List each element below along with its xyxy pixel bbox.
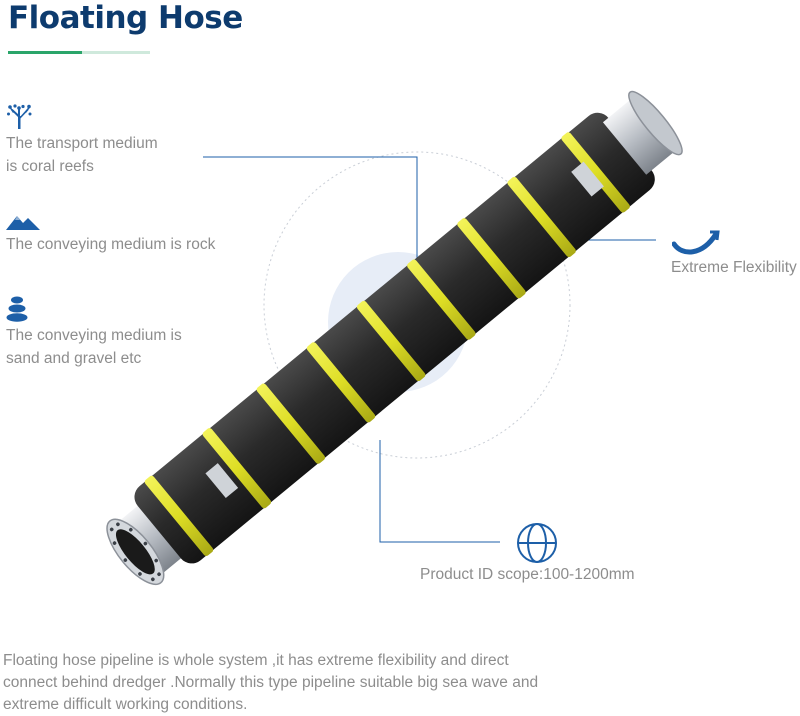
underline-tail [82, 51, 150, 54]
flange-bolts [109, 522, 161, 582]
flange-right [628, 90, 683, 156]
feature-gravel-line-1: The conveying medium is [6, 327, 182, 344]
feature-coral-line-2: is coral reefs [6, 158, 94, 175]
hose-band [306, 342, 376, 423]
flange-bolt [116, 522, 120, 527]
hose [106, 90, 683, 586]
flange-bolt [154, 558, 158, 563]
product-description: Floating hose pipeline is whole system ,… [3, 650, 603, 716]
flange-bolt [128, 527, 133, 532]
feature-gravel: The conveying medium is sand and gravel … [6, 296, 182, 370]
stones-icon [6, 296, 28, 322]
feature-rock: The conveying medium is rock [6, 213, 215, 256]
feature-gravel-line-2: sand and gravel etc [6, 350, 142, 367]
title-underline [8, 51, 150, 54]
hose-nipple-right [602, 98, 676, 175]
hose-band [356, 300, 426, 382]
flex-curve-icon [672, 230, 720, 255]
flange-bolt [151, 577, 155, 582]
feature-coral: The transport medium is coral reefs [6, 104, 158, 178]
hose-nipple-left [114, 499, 189, 578]
hose-band [457, 218, 526, 299]
feature-coral-line-1: The transport medium [6, 135, 158, 152]
id-scope-label: Product ID scope:100-1200mm [420, 566, 635, 583]
leader-line-coral [203, 156, 418, 300]
hose-band [407, 259, 476, 340]
flange-bolt [157, 572, 161, 577]
description-line-1: Floating hose pipeline is whole system ,… [3, 652, 509, 669]
hose-band [561, 132, 630, 213]
leader-line-id-scope [379, 440, 500, 543]
flange-bolt [112, 541, 117, 545]
flange-bolt [123, 558, 128, 562]
flexibility-label: Extreme Flexibility [671, 259, 797, 276]
description-line-2: connect behind dredger .Normally this ty… [3, 674, 539, 691]
coral-icon [7, 104, 32, 129]
halo-ring [263, 151, 571, 459]
hose-band [144, 475, 214, 556]
hose-bands [144, 132, 630, 556]
feature-rock-line-1: The conveying medium is rock [6, 236, 216, 253]
hose-band [202, 428, 272, 509]
hose-band [256, 383, 326, 464]
description-line-3: extreme difficult working conditions. [3, 696, 248, 713]
hose-label-plate-left [205, 463, 239, 499]
flange-bolt [109, 527, 114, 532]
flange-left-bore [115, 529, 155, 575]
flange-bolt [143, 541, 148, 546]
page-title: Floating Hose [8, 0, 243, 36]
globe-icon [517, 523, 557, 563]
mountain-icon [6, 216, 40, 230]
hose-label-plate-right [571, 161, 604, 197]
hose-band [507, 176, 576, 258]
underline-accent [8, 51, 82, 54]
flange-bolt [138, 572, 142, 576]
